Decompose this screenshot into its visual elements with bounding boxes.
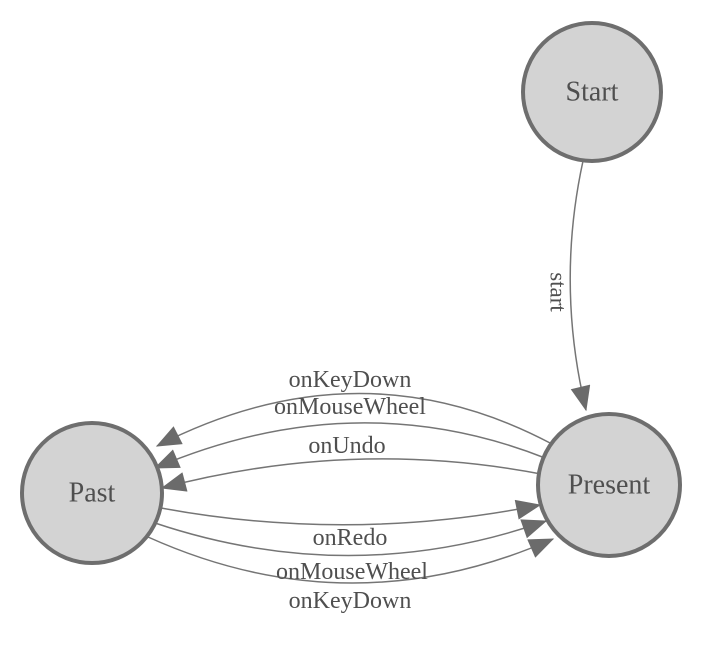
edge-label-onundo: onUndo (308, 433, 385, 459)
state-node-start: Start (521, 21, 663, 163)
past-node-circle (20, 421, 164, 565)
edge-label-group: start onKeyDown onMouseWheel onUndo onRe… (274, 272, 570, 614)
edge-onredo-to-present (160, 499, 542, 526)
state-node-present: Present (536, 412, 682, 558)
edge-group (147, 160, 591, 584)
edge-label-onkeydown-bottom: onKeyDown (289, 588, 412, 614)
present-node-circle (536, 412, 682, 558)
start-node-circle (521, 21, 663, 163)
edge-start-to-present (569, 160, 591, 412)
edge-onundo-to-past (160, 458, 542, 492)
edge-label-onredo: onRedo (313, 525, 388, 551)
edge-label-onmousewheel-bottom: onMouseWheel (276, 559, 428, 585)
edge-onmousewheel-to-present (154, 519, 548, 557)
edge-label-onkeydown-top: onKeyDown (289, 367, 412, 393)
start-node-label: Start (566, 77, 619, 108)
state-node-past: Past (20, 421, 164, 565)
node-group: Start Past Present (20, 21, 682, 565)
edge-onkeydown-to-past (155, 392, 553, 447)
past-node-label: Past (69, 478, 116, 509)
edge-onkeydown-to-present (147, 536, 555, 584)
edge-label-start: start (546, 272, 571, 312)
present-node-label: Present (568, 470, 651, 501)
edge-onmousewheel-to-past (153, 422, 546, 469)
edge-label-onmousewheel-top: onMouseWheel (274, 394, 426, 420)
